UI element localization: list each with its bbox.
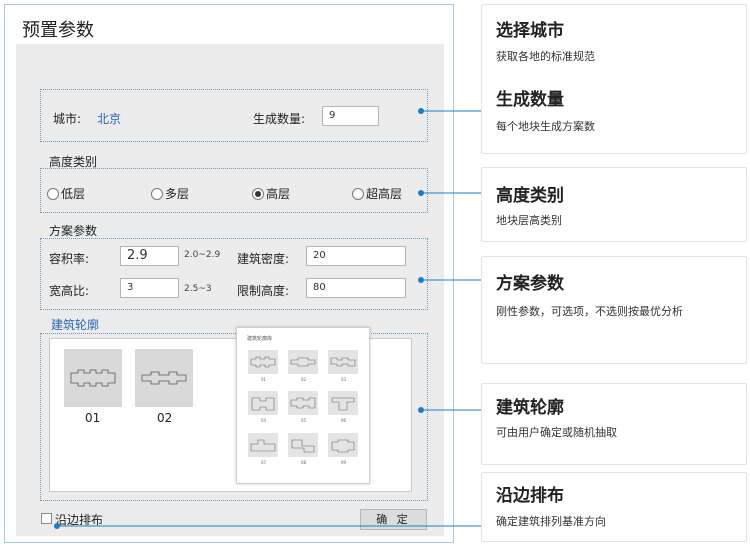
building-outline-icon: [290, 357, 316, 367]
shape-card-02[interactable]: [135, 349, 193, 407]
thumb-num: 01: [261, 377, 267, 382]
annotation-desc: 可由用户确定或随机抽取: [496, 426, 617, 439]
connector-dot: [418, 108, 424, 114]
city-label: 城市:: [53, 112, 82, 126]
annotation-card-city-count: [481, 4, 747, 154]
annotation-desc: 刚性参数，可选项，不选则按最优分析: [496, 305, 683, 318]
thumb-num: 09: [341, 460, 347, 465]
count-input[interactable]: 9: [322, 106, 379, 126]
building-outline-icon: [331, 397, 355, 411]
height-category-box: 低层 多层 高层 超高层: [40, 168, 428, 213]
building-outline-icon: [141, 371, 187, 385]
building-profile-box: 01 02 建筑轮廓库 01 02 03 04: [40, 327, 428, 501]
city-value[interactable]: 北京: [97, 112, 122, 126]
library-thumb[interactable]: [248, 391, 278, 415]
radio-multi-label: 多层: [165, 187, 190, 201]
shape-num-01: 01: [85, 411, 101, 425]
radio-high-label: 高层: [266, 187, 291, 201]
radio-circle: [151, 187, 163, 200]
far-label: 容积率:: [49, 252, 90, 266]
count-label: 生成数量:: [253, 112, 306, 126]
radio-circle-selected: [252, 187, 264, 200]
height-category-label: 高度类别: [49, 155, 98, 169]
radio-high[interactable]: 高层: [252, 185, 290, 202]
radio-low[interactable]: 低层: [47, 185, 85, 202]
library-thumb[interactable]: [328, 350, 358, 374]
library-title: 建筑轮廓库: [247, 336, 273, 342]
library-thumb[interactable]: [248, 350, 278, 374]
annotation-desc: 地块层高类别: [496, 214, 562, 227]
annotation-card-scheme: [481, 256, 747, 364]
building-outline-icon: [250, 439, 276, 452]
building-outline-icon: [70, 369, 116, 387]
confirm-button[interactable]: 确 定: [360, 509, 427, 530]
thumb-num: 06: [341, 418, 347, 423]
edge-layout-label: 沿边排布: [55, 513, 104, 527]
ratio-label: 宽高比:: [49, 284, 90, 298]
annotation-title: 方案参数: [496, 274, 564, 294]
library-thumb[interactable]: [328, 391, 358, 415]
thumb-num: 02: [301, 377, 307, 382]
scheme-params-label: 方案参数: [49, 224, 98, 238]
building-outline-icon: [250, 356, 276, 368]
annotation-card-edge: [481, 472, 747, 542]
annotation-title: 生成数量: [496, 90, 564, 110]
edge-layout-checkbox[interactable]: [41, 513, 52, 524]
profile-canvas[interactable]: 01 02 建筑轮廓库 01 02 03 04: [49, 327, 412, 492]
building-outline-icon: [291, 439, 315, 453]
height-limit-label: 限制高度:: [237, 284, 290, 298]
annotation-title: 建筑轮廓: [496, 398, 564, 418]
building-outline-icon: [251, 397, 275, 411]
ratio-input[interactable]: 3: [120, 278, 179, 298]
radio-multi[interactable]: 多层: [151, 185, 189, 202]
radio-super-high-label: 超高层: [366, 187, 403, 201]
shape-num-02: 02: [157, 411, 173, 425]
radio-circle: [47, 187, 59, 200]
radio-low-label: 低层: [61, 187, 86, 201]
annotation-title: 高度类别: [496, 186, 564, 206]
city-count-box: 城市: 北京 生成数量: 9: [40, 89, 428, 142]
building-outline-icon: [290, 397, 316, 409]
scheme-params-box: 容积率: 2.9 2.0~2.9 建筑密度: 20 宽高比: 3 2.5~3 限…: [40, 238, 428, 310]
ratio-range: 2.5~3: [184, 284, 212, 294]
connector-dot: [54, 523, 60, 529]
far-input[interactable]: 2.9: [120, 246, 179, 266]
building-outline-icon: [331, 439, 355, 453]
library-thumb[interactable]: [328, 433, 358, 457]
building-profile-label: 建筑轮廓: [51, 318, 100, 332]
thumb-num: 05: [301, 418, 307, 423]
connector-dot: [418, 190, 424, 196]
radio-circle: [352, 187, 364, 200]
connector-dot: [418, 407, 424, 413]
panel-title: 预置参数: [22, 20, 94, 41]
annotation-title: 选择城市: [496, 21, 564, 41]
connector-dot: [418, 277, 424, 283]
far-range: 2.0~2.9: [184, 250, 221, 260]
preset-params-panel: 预置参数 城市: 北京 生成数量: 9 高度类别 低层 多层 高层: [4, 4, 454, 543]
annotation-card-profile: [481, 383, 747, 465]
thumb-num: 04: [261, 418, 267, 423]
shape-card-01[interactable]: [64, 349, 122, 407]
annotation-desc: 获取各地的标准规范: [496, 50, 595, 63]
radio-super-high[interactable]: 超高层: [352, 185, 402, 202]
thumb-num: 03: [341, 377, 347, 382]
library-thumb[interactable]: [288, 391, 318, 415]
annotation-title: 沿边排布: [496, 486, 564, 506]
height-limit-input[interactable]: 80: [306, 278, 406, 298]
profile-library-popup: 建筑轮廓库 01 02 03 04 05 06 07 08: [236, 327, 370, 484]
library-thumb[interactable]: [288, 433, 318, 457]
density-input[interactable]: 20: [306, 246, 406, 266]
density-label: 建筑密度:: [237, 252, 290, 266]
library-thumb[interactable]: [248, 433, 278, 457]
thumb-num: 08: [301, 460, 307, 465]
thumb-num: 07: [261, 460, 267, 465]
annotation-card-height: [481, 167, 747, 242]
annotation-desc: 确定建筑排列基准方向: [496, 515, 606, 528]
building-outline-icon: [330, 357, 356, 367]
library-thumb[interactable]: [288, 350, 318, 374]
panel-body: 城市: 北京 生成数量: 9 高度类别 低层 多层 高层 超高层: [16, 44, 444, 536]
annotation-desc: 每个地块生成方案数: [496, 120, 595, 133]
